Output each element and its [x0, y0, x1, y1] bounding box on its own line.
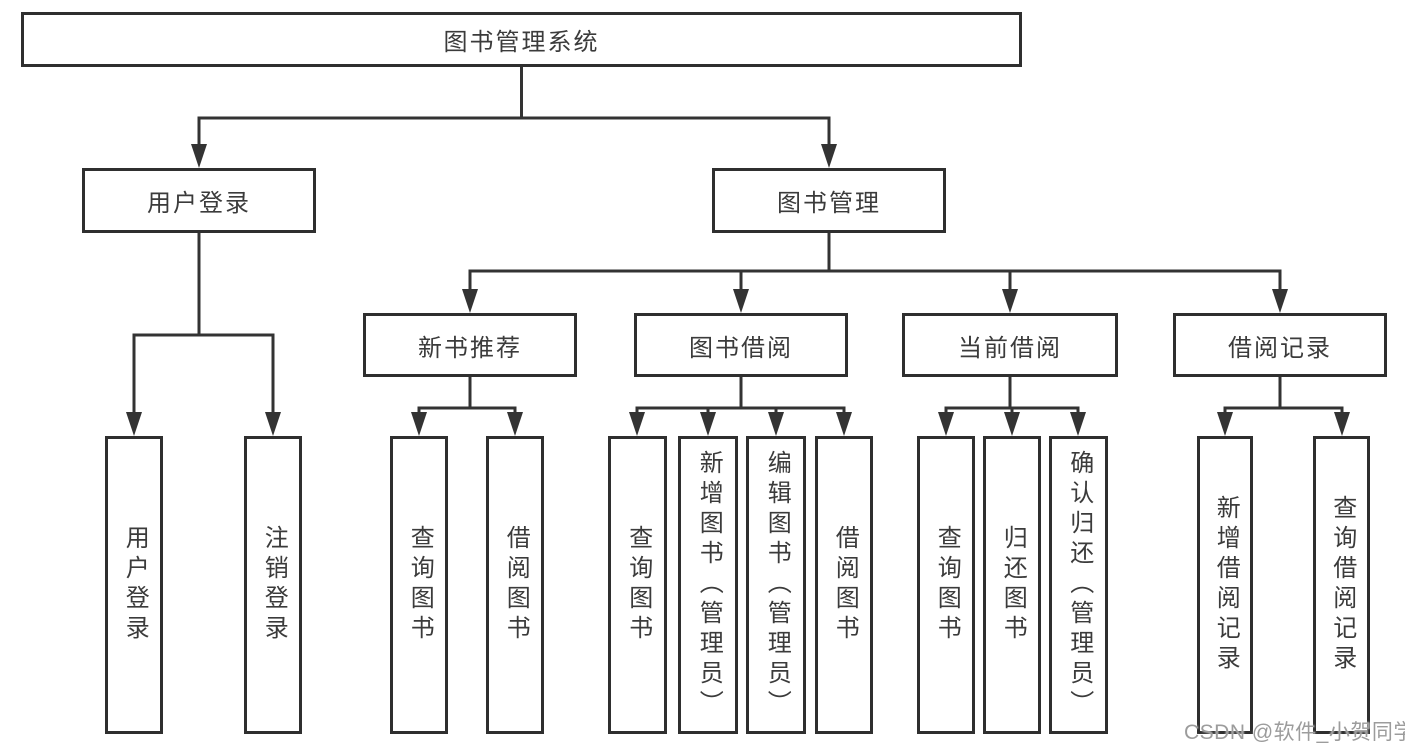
node-query-books-recommend: 查询图书: [390, 436, 448, 734]
node-new-book-recommend: 新书推荐: [363, 313, 577, 377]
node-library-system: 图书管理系统: [21, 12, 1022, 67]
node-query-books-borrow: 查询图书: [608, 436, 667, 734]
node-borrow-books-borrow: 借阅图书: [815, 436, 873, 734]
node-book-borrow: 图书借阅: [634, 313, 848, 377]
watermark-text: CSDN @软件_小贺同学: [1184, 721, 1405, 744]
node-user-login-group: 用户登录: [82, 168, 316, 233]
node-current-borrow: 当前借阅: [902, 313, 1118, 377]
node-add-book-admin: 新增图书（管理员）: [678, 436, 738, 734]
node-borrow-books-recommend: 借阅图书: [486, 436, 544, 734]
node-edit-book-admin: 编辑图书（管理员）: [746, 436, 806, 734]
node-borrow-records: 借阅记录: [1173, 313, 1387, 377]
node-book-management: 图书管理: [712, 168, 946, 233]
node-add-borrow-record: 新增借阅记录: [1197, 436, 1253, 734]
node-query-borrow-record: 查询借阅记录: [1313, 436, 1370, 734]
node-logout: 注销登录: [244, 436, 302, 734]
node-user-login: 用户登录: [105, 436, 163, 734]
node-query-books-current: 查询图书: [917, 436, 975, 734]
node-confirm-return-admin: 确认归还（管理员）: [1049, 436, 1108, 734]
node-return-books: 归还图书: [983, 436, 1041, 734]
